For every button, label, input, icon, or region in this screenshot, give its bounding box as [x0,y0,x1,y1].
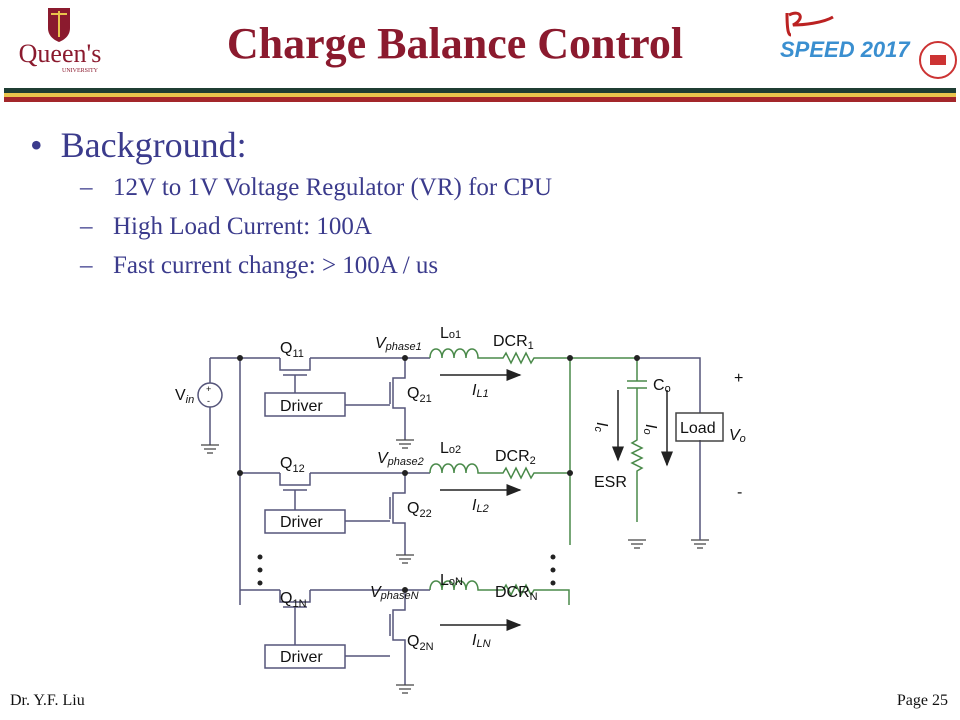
header-stripe-green [4,88,956,93]
sub-bullet-text: 12V to 1V Voltage Regulator (VR) for CPU [113,174,553,201]
footer-author: Dr. Y.F. Liu [10,692,85,709]
label-vphase1: Vphase1 [375,335,422,353]
input-wiring [197,357,430,685]
svg-text:-: - [207,396,210,406]
sub-bullet: –High Load Current: 100A [80,213,372,240]
voltage-source-icon [197,382,223,408]
label-q12: Q12 [280,455,305,475]
label-dcrn: DCRN [495,584,538,603]
bullet-text: Background: [60,125,247,165]
label-co: Co [653,377,671,395]
header-stripe-red [4,97,956,102]
ground-symbols [200,439,710,694]
label-q1n: Q1N [280,590,307,610]
label-q11: Q11 [280,340,304,360]
driver-label: Driver [280,649,323,666]
label-lo2: Lo2 [440,440,461,457]
sub-bullet: –Fast current change: > 100A / us [80,252,439,279]
speed-2017-logo: SPEED 2017 [780,11,957,79]
label-esr: ESR [594,474,627,491]
driver-label: Driver [280,514,323,531]
queens-university-logo: Queen's UNIVERSITY [19,8,102,74]
label-dcr2: DCR2 [495,448,536,467]
label-io: Io [641,424,659,435]
label-q22: Q22 [407,500,432,520]
label-vo: Vo [729,427,746,445]
label-lon: LoN [440,572,463,589]
label-iln: ILN [472,632,491,650]
load-box [675,412,724,442]
sub-bullet-text: High Load Current: 100A [113,213,372,240]
label-il2: IL2 [472,497,489,515]
sub-bullet-text: Fast current change: > 100A / us [113,252,439,279]
label-q2n: Q2N [407,633,434,653]
driver-label: Driver [280,398,323,415]
label-vphase2: Vphase2 [377,450,424,468]
sub-bullet: –12V to 1V Voltage Regulator (VR) for CP… [80,174,553,201]
label-lo1: Lo1 [440,325,461,342]
svg-text:+: + [206,384,211,394]
label-vin: Vin [175,387,194,406]
label-load: Load [680,420,716,437]
label-vphasen: VphaseN [370,584,419,602]
svg-text:UNIVERSITY: UNIVERSITY [62,68,99,74]
label-minus: - [737,484,742,501]
label-plus: + [734,370,743,387]
bullet-background: •Background: [30,125,247,165]
label-q21: Q21 [407,385,432,405]
footer-page-number: Page 25 [896,692,948,709]
header-stripe-yellow [4,93,956,98]
svg-text:SPEED 2017: SPEED 2017 [780,37,911,62]
svg-text:Queen's: Queen's [19,39,102,68]
page-title: Charge Balance Control [226,19,684,68]
label-dcr1: DCR1 [493,333,534,352]
current-arrows [440,369,673,631]
label-il1: IL1 [472,382,489,400]
junction-dots [237,355,640,593]
label-ic: Ic [592,422,610,432]
